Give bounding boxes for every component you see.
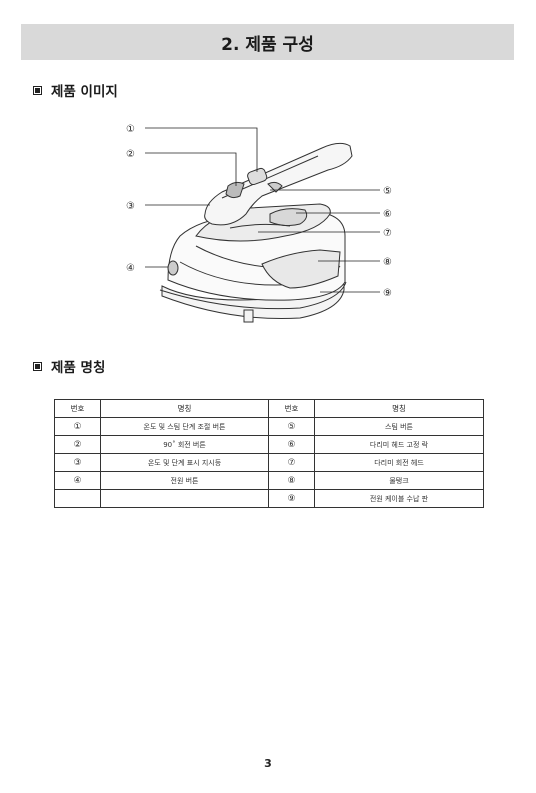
- callout-7: ⑦: [383, 228, 392, 239]
- cell-number: ⑤: [268, 417, 315, 436]
- square-bullet-icon: [33, 85, 42, 95]
- header-name-1: 명칭: [100, 399, 269, 418]
- cell-number: ①: [54, 417, 101, 436]
- iron-steam-button: [267, 181, 283, 193]
- heading-product-image-text: 제품 이미지: [51, 84, 118, 100]
- cell-name: 90˚ 회전 버튼: [100, 435, 269, 454]
- callout-2: ②: [126, 149, 135, 160]
- cell-name: 전원 케이블 수납 판: [314, 489, 484, 508]
- header-number-1: 번호: [54, 399, 101, 418]
- cell-number: ④: [54, 471, 101, 490]
- table-row: ④ 전원 버튼 ⑧ 물탱크: [54, 471, 484, 490]
- callout-9: ⑨: [383, 288, 392, 299]
- table-row: ③ 온도 및 단계 표시 지시등 ⑦ 다리미 회전 헤드: [54, 453, 484, 472]
- iron-rotate-button: [225, 181, 245, 199]
- callout-8: ⑧: [383, 257, 392, 268]
- iron-power-button: [167, 260, 179, 276]
- cell-number: ⑧: [268, 471, 315, 490]
- section-title-bar: 2. 제품 구성: [21, 24, 514, 60]
- cell-number: ②: [54, 435, 101, 454]
- section-title: 2. 제품 구성: [221, 34, 314, 55]
- iron-cord-storage: [159, 281, 347, 310]
- callout-leaders: [145, 127, 380, 293]
- cell-number: ⑦: [268, 453, 315, 472]
- table-row: ⑨ 전원 케이블 수납 판: [54, 489, 484, 508]
- header-number-2: 번호: [268, 399, 315, 418]
- cell-name: 스팀 버튼: [314, 417, 484, 436]
- cell-name: 온도 및 스팀 단계 조절 버튼: [100, 417, 269, 436]
- iron-head-lock: [269, 208, 308, 227]
- leader-1: [145, 127, 258, 172]
- table-row: ② 90˚ 회전 버튼 ⑥ 다리미 헤드 고정 락: [54, 435, 484, 454]
- iron-water-tank: [261, 249, 341, 289]
- heading-product-names-text: 제품 명칭: [51, 360, 106, 376]
- heading-product-image: 제품 이미지: [33, 80, 118, 100]
- cell-number: ⑨: [268, 489, 315, 508]
- iron-bottom-tab: [243, 309, 254, 323]
- product-diagram: ① ② ③ ④ ⑤ ⑥ ⑦ ⑧ ⑨: [126, 124, 392, 323]
- heading-product-names: 제품 명칭: [33, 356, 105, 376]
- callout-1: ①: [126, 124, 135, 135]
- callout-3: ③: [126, 201, 135, 212]
- cell-name: [100, 489, 269, 508]
- table-row: ① 온도 및 스팀 단계 조절 버튼 ⑤ 스팀 버튼: [54, 417, 484, 436]
- cell-name: 물탱크: [314, 471, 484, 490]
- callout-5: ⑤: [383, 186, 392, 197]
- table-header-row: 번호 명칭 번호 명칭: [54, 399, 484, 418]
- callout-6: ⑥: [383, 209, 392, 220]
- cell-name: 전원 버튼: [100, 471, 269, 490]
- iron-temp-button: [247, 167, 268, 186]
- header-name-2: 명칭: [314, 399, 484, 418]
- cell-name: 온도 및 단계 표시 지시등: [100, 453, 269, 472]
- parts-table: 번호 명칭 번호 명칭 ① 온도 및 스팀 단계 조절 버튼 ⑤ 스팀 버튼 ②…: [54, 399, 484, 508]
- iron-illustration: [159, 142, 353, 323]
- cell-number: ⑥: [268, 435, 315, 454]
- page-number: 3: [264, 757, 272, 770]
- cell-name: 다리미 헤드 고정 락: [314, 435, 484, 454]
- callout-4: ④: [126, 263, 135, 274]
- square-bullet-icon: [33, 361, 42, 371]
- cell-name: 다리미 회전 헤드: [314, 453, 484, 472]
- cell-number: [54, 489, 101, 508]
- leader-2: [145, 152, 237, 186]
- cell-number: ③: [54, 453, 101, 472]
